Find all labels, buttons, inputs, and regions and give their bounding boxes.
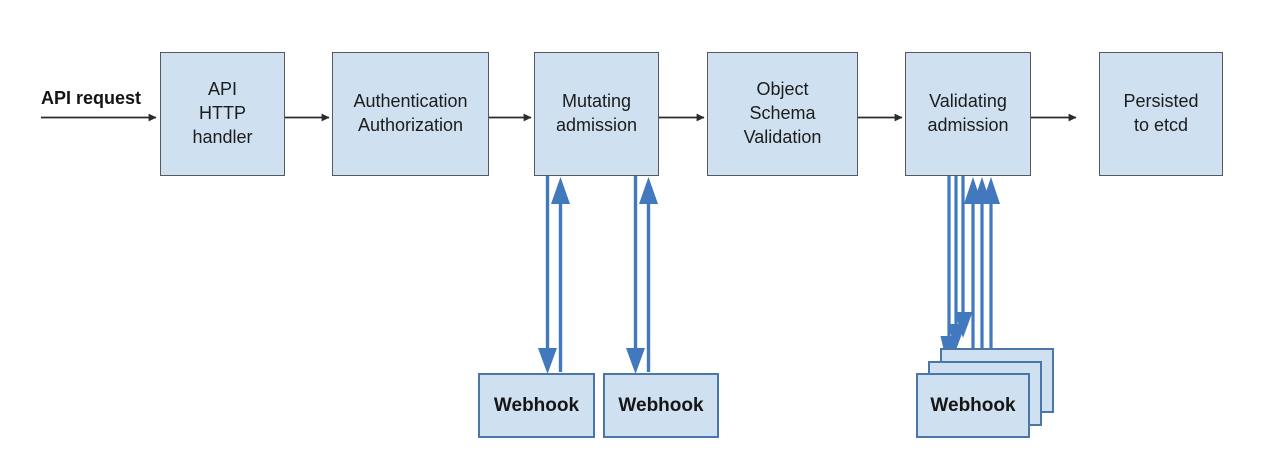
mutating-webhook-2-call-arrow — [626, 176, 645, 374]
webhook-box-mutating-1[interactable]: Webhook — [478, 373, 595, 438]
stage-label-authentication-authorization: Authentication Authorization — [353, 91, 468, 135]
validating-webhook-response-arrow-3 — [982, 177, 1000, 348]
stage-label-validating-admission: Validating admission — [927, 91, 1009, 135]
mutating-webhook-1-call-arrow — [538, 176, 557, 374]
stage-label-object-schema-validation: Object Schema Validation — [743, 79, 822, 147]
stage-box-authentication-authorization[interactable]: Authentication Authorization — [332, 52, 489, 176]
webhook-label-mutating-1: Webhook — [493, 394, 580, 416]
validating-webhook-call-arrow-1 — [940, 176, 959, 373]
validating-webhook-call-arrow-3 — [954, 176, 973, 338]
stage-box-api-http-handler[interactable]: API HTTP handler — [160, 52, 285, 176]
stage-box-validating-admission[interactable]: Validating admission — [905, 52, 1031, 176]
mutating-webhook-2-response-arrow — [639, 177, 658, 372]
stage-box-mutating-admission[interactable]: Mutating admission — [534, 52, 659, 176]
stage-label-mutating-admission: Mutating admission — [555, 91, 638, 135]
stage-label-api-http-handler: API HTTP handler — [192, 79, 253, 147]
api-request-label: API request — [41, 88, 142, 108]
stage-box-persisted-to-etcd[interactable]: Persisted to etcd — [1099, 52, 1223, 176]
validating-webhook-response-arrow-1 — [964, 177, 982, 372]
validating-webhook-call-arrow-2 — [947, 176, 966, 350]
webhook-label-mutating-2: Webhook — [618, 394, 704, 416]
mutating-webhook-1-response-arrow — [551, 177, 570, 372]
stage-box-object-schema-validation[interactable]: Object Schema Validation — [707, 52, 858, 176]
stage-label-persisted-to-etcd: Persisted to etcd — [1123, 91, 1199, 135]
webhook-box-mutating-2[interactable]: Webhook — [603, 373, 719, 438]
webhook-label-validating: Webhook — [930, 394, 1016, 416]
webhook-box-validating-stack-front[interactable]: Webhook — [916, 373, 1030, 438]
validating-webhook-response-arrow-2 — [973, 177, 991, 360]
